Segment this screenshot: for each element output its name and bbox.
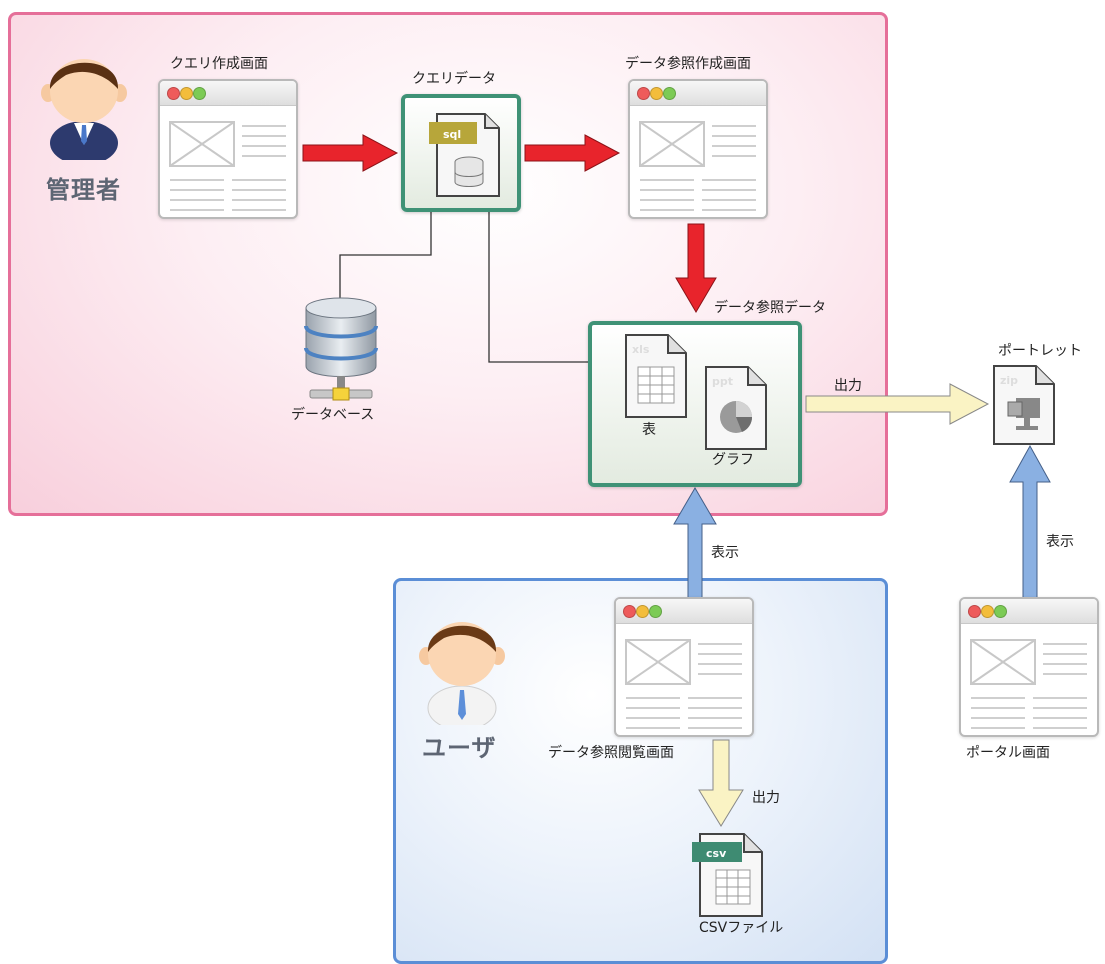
csv-file-icon: csv [692, 833, 763, 917]
display-label-portal: 表示 [1046, 534, 1074, 550]
graph-label: グラフ [712, 452, 754, 468]
arrow-query-data-to-ref-screen [524, 134, 621, 172]
table-label: 表 [642, 422, 656, 438]
admin-person-icon [41, 59, 127, 160]
display-label-view: 表示 [711, 545, 739, 561]
arrow-view-screen-to-csv [698, 739, 744, 827]
csv-file-label: CSVファイル [699, 920, 784, 936]
portlet-label: ポートレット [998, 343, 1082, 359]
ppt-file-icon: ppt [705, 366, 767, 450]
zip-portlet-icon: zip [993, 365, 1055, 445]
browser-window-icon [639, 121, 756, 211]
database-server-icon [304, 297, 378, 401]
sql-tag: sql [443, 128, 461, 141]
browser-titlebar [630, 81, 766, 106]
zip-tag: zip [1000, 374, 1018, 387]
ppt-tag: ppt [712, 375, 733, 388]
query-create-screen [158, 79, 298, 219]
sql-file-icon: sql [429, 113, 500, 197]
xls-tag: xls [632, 343, 650, 356]
arrow-ref-data-to-portlet [805, 383, 990, 425]
data-ref-create-screen [628, 79, 768, 219]
browser-titlebar [961, 599, 1097, 624]
portal-screen-label: ポータル画面 [966, 745, 1050, 761]
output-label-portlet: 出力 [834, 378, 862, 394]
data-ref-view-screen-label: データ参照閲覧画面 [548, 745, 674, 761]
browser-titlebar [160, 81, 296, 106]
browser-window-icon [169, 121, 286, 211]
data-ref-view-screen [614, 597, 754, 737]
data-ref-create-screen-label: データ参照作成画面 [625, 56, 751, 72]
portal-screen [959, 597, 1099, 737]
csv-tag: csv [706, 847, 727, 860]
arrow-view-screen-to-ref-data [673, 487, 717, 599]
arrow-portal-to-portlet [1009, 444, 1051, 599]
query-data-label: クエリデータ [412, 71, 496, 87]
browser-titlebar [616, 599, 752, 624]
admin-label: 管理者 [46, 175, 121, 204]
user-person-icon [419, 622, 505, 725]
query-to-ref-connector [488, 212, 590, 363]
database-label: データベース [291, 407, 375, 423]
browser-window-icon [625, 639, 742, 729]
output-label-csv: 出力 [752, 790, 780, 806]
db-connector [339, 212, 432, 300]
arrow-ref-screen-to-ref-data [675, 223, 717, 313]
browser-window-icon [970, 639, 1087, 729]
user-label: ユーザ [422, 733, 497, 762]
query-create-screen-label: クエリ作成画面 [170, 56, 268, 72]
xls-file-icon: xls [625, 334, 687, 418]
data-ref-data-box: xls 表 ppt グラフ [588, 321, 802, 487]
query-data-box: sql [401, 94, 521, 212]
arrow-query-screen-to-query-data [302, 134, 399, 172]
data-ref-data-label: データ参照データ [714, 300, 826, 316]
